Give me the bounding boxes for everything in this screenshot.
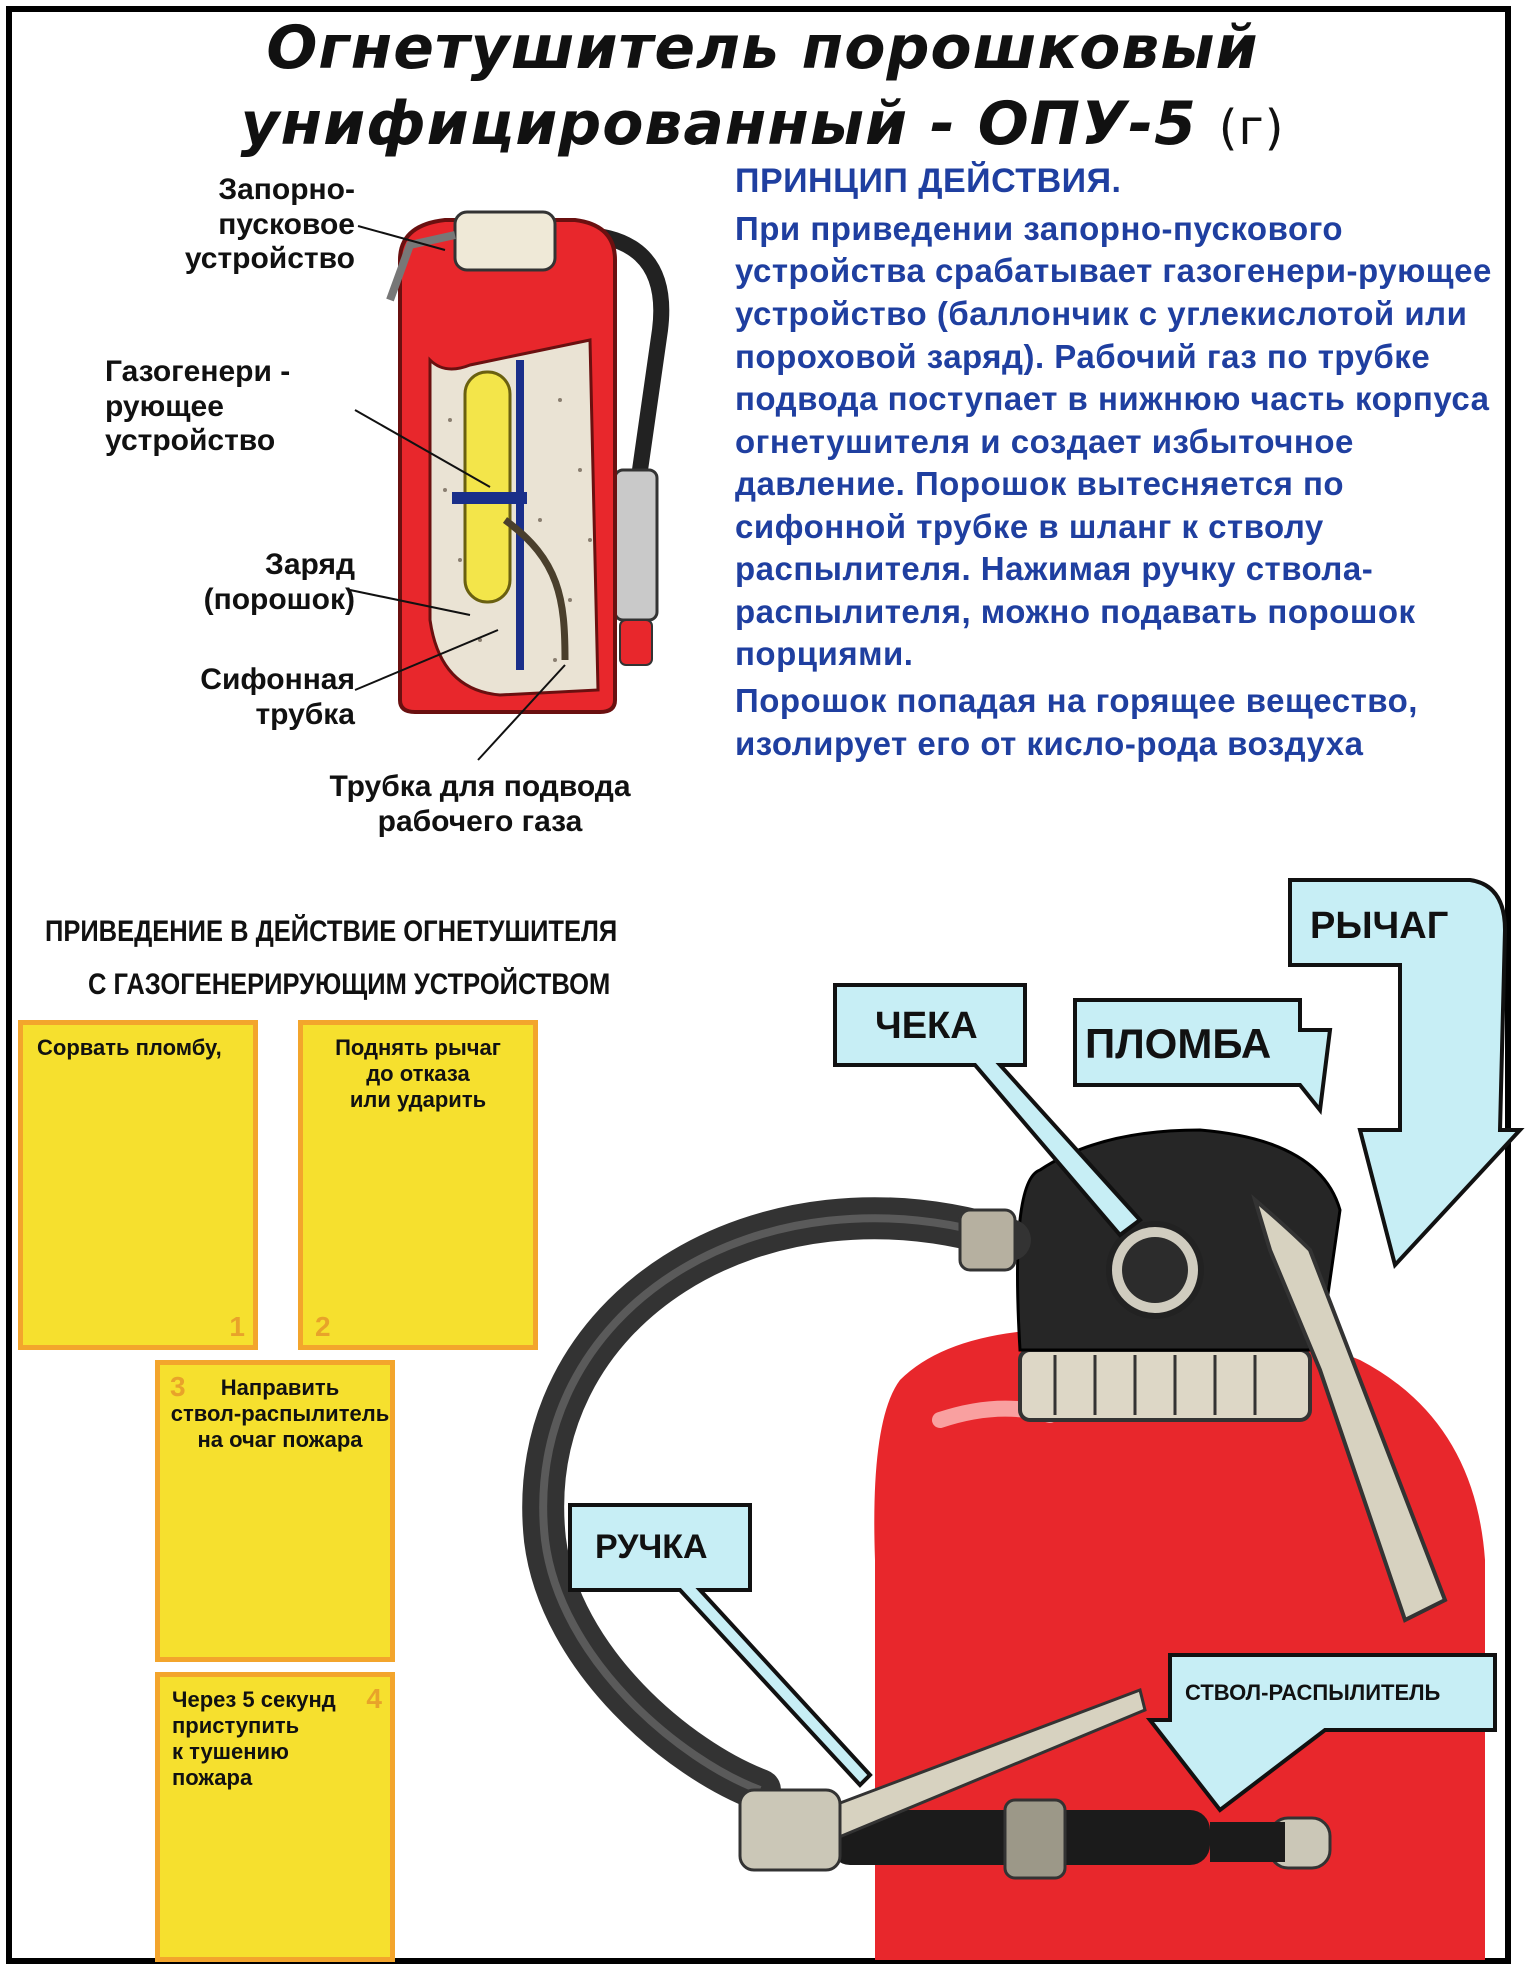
step-1-number: 1 <box>229 1311 245 1342</box>
callout-lever: РЫЧАГ <box>1310 905 1449 947</box>
principle-paragraph-1: При приведении запорно-пускового устройс… <box>735 209 1492 673</box>
callout-pin: ЧЕКА <box>875 1005 978 1047</box>
title-suffix: (г) <box>1218 100 1285 156</box>
principle-heading: ПРИНЦИП ДЕЙСТВИЯ. <box>735 162 1122 200</box>
label-valve-text: Запорно- пусковое устройство <box>184 173 355 275</box>
label-gas-tube: Трубка для подвода рабочего газа <box>290 770 670 839</box>
label-gas-tube-text: Трубка для подвода рабочего газа <box>329 770 631 838</box>
callout-seal: ПЛОМБА <box>1085 1020 1272 1067</box>
label-charge: Заряд (порошок) <box>150 548 355 617</box>
step-2-text: Поднять рычаг до отказа или ударить <box>335 1035 501 1112</box>
step-panel-4: Через 5 секунд приступить к тушению пожа… <box>155 1672 395 1962</box>
step-panel-1: Сорвать пломбу, 1 <box>18 1020 258 1350</box>
cutaway-extinguisher <box>349 210 670 761</box>
callout-nozzle: СТВОЛ-РАСПЫЛИТЕЛЬ <box>1185 1680 1441 1705</box>
label-gas-generator: Газогенери - рующее устройство <box>105 355 345 459</box>
step-3-text: Направить ствол-распылитель на очаг пожа… <box>170 1375 390 1452</box>
main-extinguisher <box>522 1128 1485 1960</box>
label-charge-text: Заряд (порошок) <box>203 548 355 616</box>
label-siphon-text: Сифонная трубка <box>200 663 355 731</box>
step-3-number: 3 <box>170 1371 186 1402</box>
step-panel-2: Поднять рычаг до отказа или ударить 2 <box>298 1020 538 1350</box>
callout-handle: РУЧКА <box>595 1528 708 1566</box>
label-gas-generator-text: Газогенери - рующее устройство <box>105 355 291 457</box>
label-valve: Запорно- пусковое устройство <box>130 173 355 277</box>
principle-section: ПРИНЦИП ДЕЙСТВИЯ. При приведении запорно… <box>735 160 1495 765</box>
callout-shapes <box>568 878 1525 1813</box>
step-4-text: Через 5 секунд приступить к тушению пожа… <box>172 1687 336 1790</box>
step-4-number: 4 <box>366 1683 382 1714</box>
step-panel-3: 3 Направить ствол-распылитель на очаг по… <box>155 1360 395 1662</box>
label-siphon: Сифонная трубка <box>150 663 355 732</box>
activation-heading-2: С ГАЗОГЕНЕРИРУЮЩИМ УСТРОЙСТВОМ <box>88 968 611 1001</box>
title-line-2: унифицированный - ОПУ-5 (г) <box>0 94 1525 154</box>
principle-paragraph-2: Порошок попадая на горящее вещество, изо… <box>735 682 1418 762</box>
title-line-2-text: унифицированный - ОПУ-5 <box>240 89 1197 159</box>
step-1-text: Сорвать пломбу, <box>37 1035 222 1060</box>
title-line-1: Огнетушитель порошковый <box>266 13 1259 83</box>
step-2-number: 2 <box>315 1311 331 1342</box>
activation-heading-1: ПРИВЕДЕНИЕ В ДЕЙСТВИЕ ОГНЕТУШИТЕЛЯ <box>45 915 618 948</box>
